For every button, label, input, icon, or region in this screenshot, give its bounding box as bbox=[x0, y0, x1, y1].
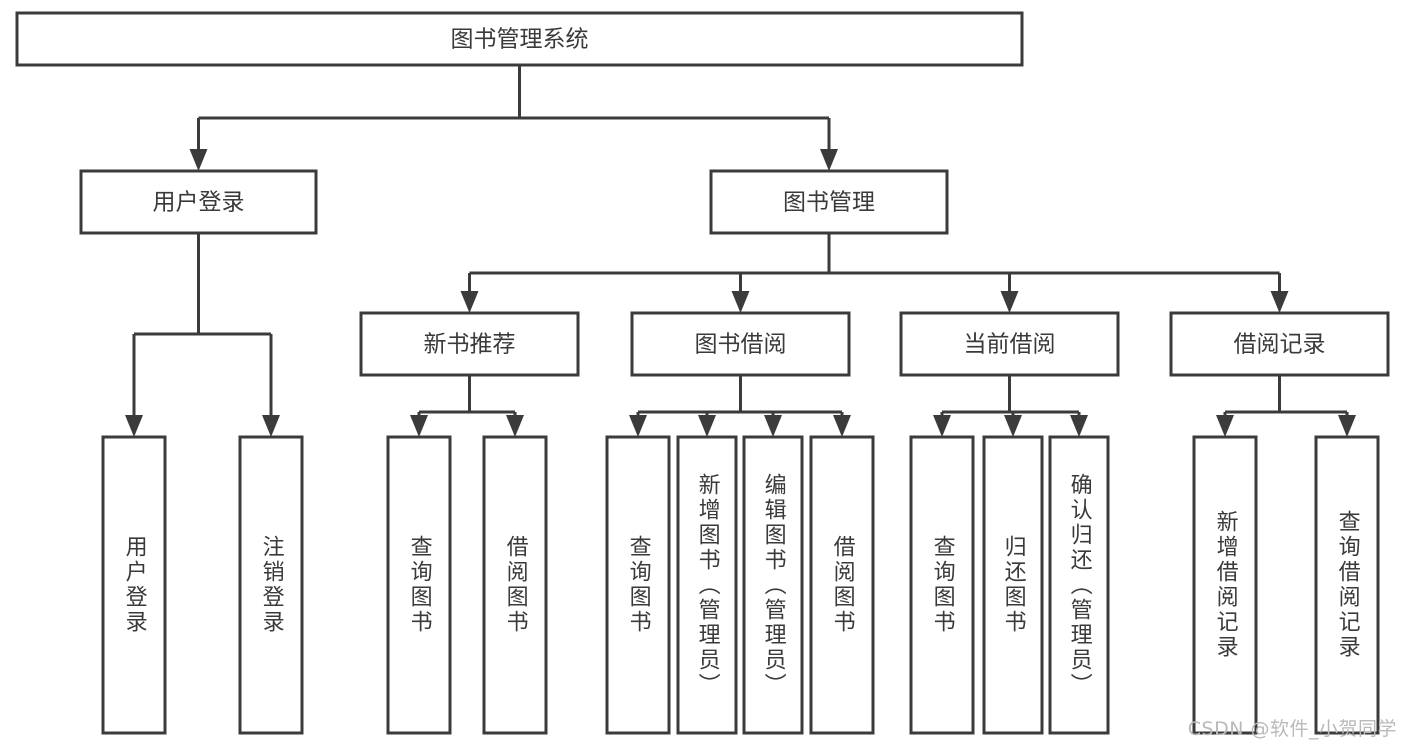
node-box[interactable] bbox=[101, 435, 167, 735]
arrow-head-icon bbox=[1338, 415, 1356, 437]
arrow-head-icon bbox=[262, 415, 280, 437]
node-box[interactable] bbox=[676, 435, 738, 735]
node-label: 图书借阅 bbox=[695, 332, 787, 358]
arrow-head-icon bbox=[764, 415, 782, 437]
arrow-head-icon bbox=[506, 415, 524, 437]
node-box[interactable] bbox=[15, 11, 1024, 67]
arrow-head-icon bbox=[933, 415, 951, 437]
node-box[interactable] bbox=[909, 435, 975, 735]
arrow-head-icon bbox=[189, 149, 208, 171]
node-label: 图书管理系统 bbox=[451, 27, 589, 53]
arrow-head-icon bbox=[731, 291, 750, 313]
node-box[interactable] bbox=[238, 435, 304, 735]
arrow-head-icon bbox=[460, 291, 479, 313]
arrow-head-icon bbox=[833, 415, 851, 437]
node-box-layer bbox=[15, 11, 1390, 735]
arrow-head-icon bbox=[629, 415, 647, 437]
node-box[interactable] bbox=[1192, 435, 1258, 735]
node-label: 新书推荐 bbox=[424, 332, 516, 358]
csdn-watermark: CSDN @软件_小贺同学 bbox=[1187, 718, 1397, 740]
node-box[interactable] bbox=[359, 311, 580, 377]
node-label: 当前借阅 bbox=[964, 332, 1056, 358]
node-label: 借阅记录 bbox=[1234, 332, 1326, 358]
arrow-head-icon bbox=[410, 415, 428, 437]
node-label: 用户登录 bbox=[153, 190, 245, 216]
arrow-head-icon bbox=[1070, 415, 1088, 437]
arrow-head-icon bbox=[1004, 415, 1022, 437]
node-box[interactable] bbox=[605, 435, 671, 735]
arrow-head-icon bbox=[125, 415, 143, 437]
node-box[interactable] bbox=[709, 169, 949, 235]
node-box[interactable] bbox=[630, 311, 851, 377]
node-box[interactable] bbox=[79, 169, 318, 235]
node-box[interactable] bbox=[809, 435, 875, 735]
node-box[interactable] bbox=[899, 311, 1120, 377]
arrow-head-icon bbox=[1270, 291, 1289, 313]
node-box[interactable] bbox=[482, 435, 548, 735]
node-box[interactable] bbox=[1314, 435, 1380, 735]
node-box[interactable] bbox=[1169, 311, 1390, 377]
arrow-head-icon bbox=[1216, 415, 1234, 437]
arrow-head-icon bbox=[1000, 291, 1019, 313]
arrow-head-icon bbox=[698, 415, 716, 437]
node-box[interactable] bbox=[742, 435, 804, 735]
node-label: 图书管理 bbox=[783, 190, 875, 216]
node-box[interactable] bbox=[982, 435, 1044, 735]
node-box[interactable] bbox=[1048, 435, 1110, 735]
node-box[interactable] bbox=[386, 435, 452, 735]
connector-layer bbox=[125, 65, 1356, 437]
arrow-head-icon bbox=[820, 149, 838, 171]
